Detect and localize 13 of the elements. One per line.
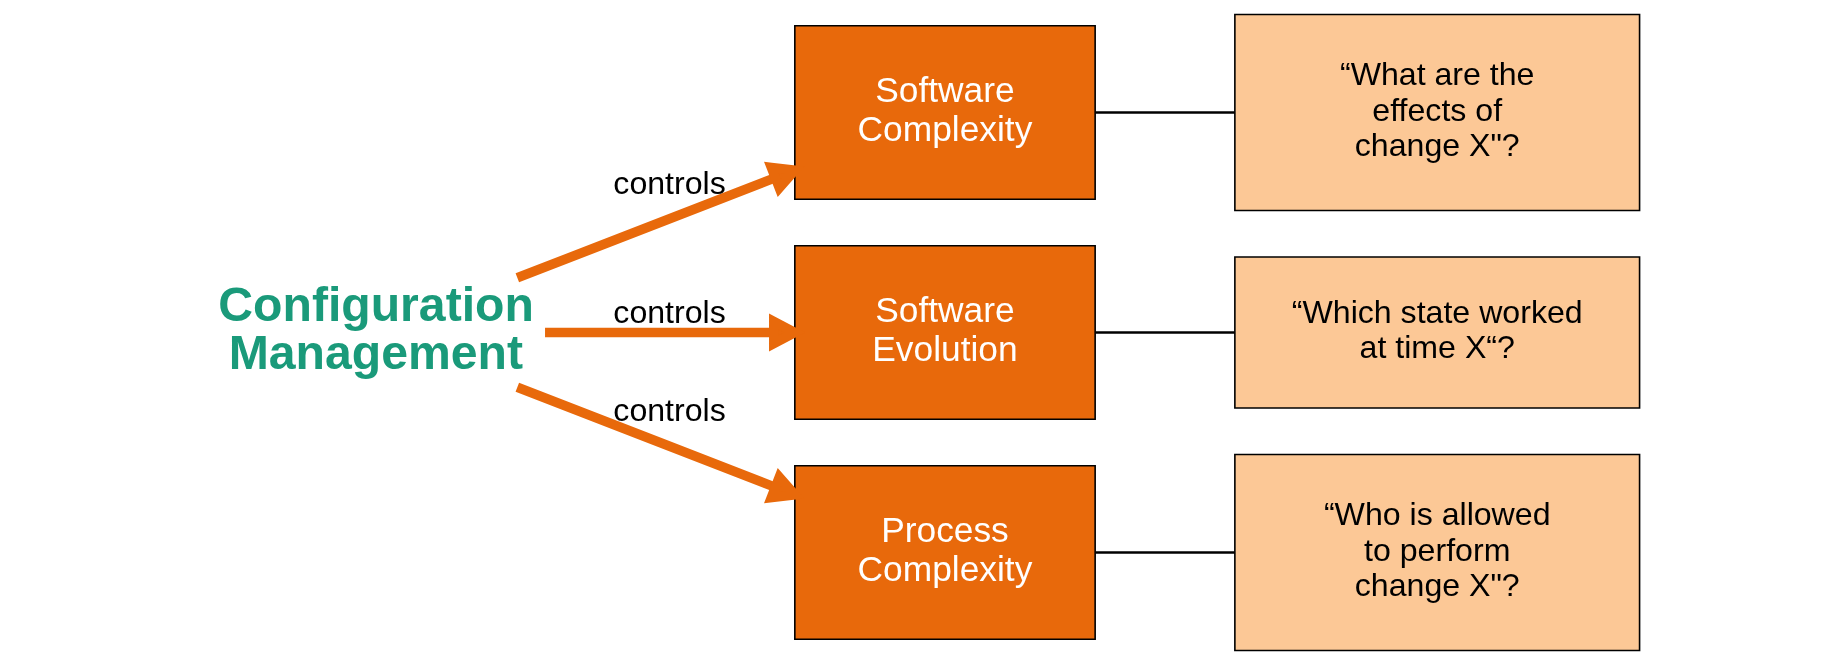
node-box: Software Complexity bbox=[794, 24, 1096, 200]
edge-label: controls bbox=[613, 391, 726, 428]
connector bbox=[1095, 331, 1235, 334]
node-box: Process Complexity bbox=[794, 465, 1096, 641]
node-box: “Which state worked at time X“? bbox=[1234, 256, 1641, 409]
edge-label: controls bbox=[613, 293, 726, 330]
edge-label: controls bbox=[613, 165, 726, 202]
node-box: “What are the effects of change X"? bbox=[1234, 13, 1641, 212]
connector bbox=[1095, 551, 1235, 554]
connector bbox=[1095, 111, 1235, 114]
node-text: Configuration Management bbox=[218, 277, 534, 380]
node-box: “Who is allowed to perform change X"? bbox=[1234, 453, 1641, 652]
node-box: Software Evolution bbox=[794, 244, 1096, 421]
